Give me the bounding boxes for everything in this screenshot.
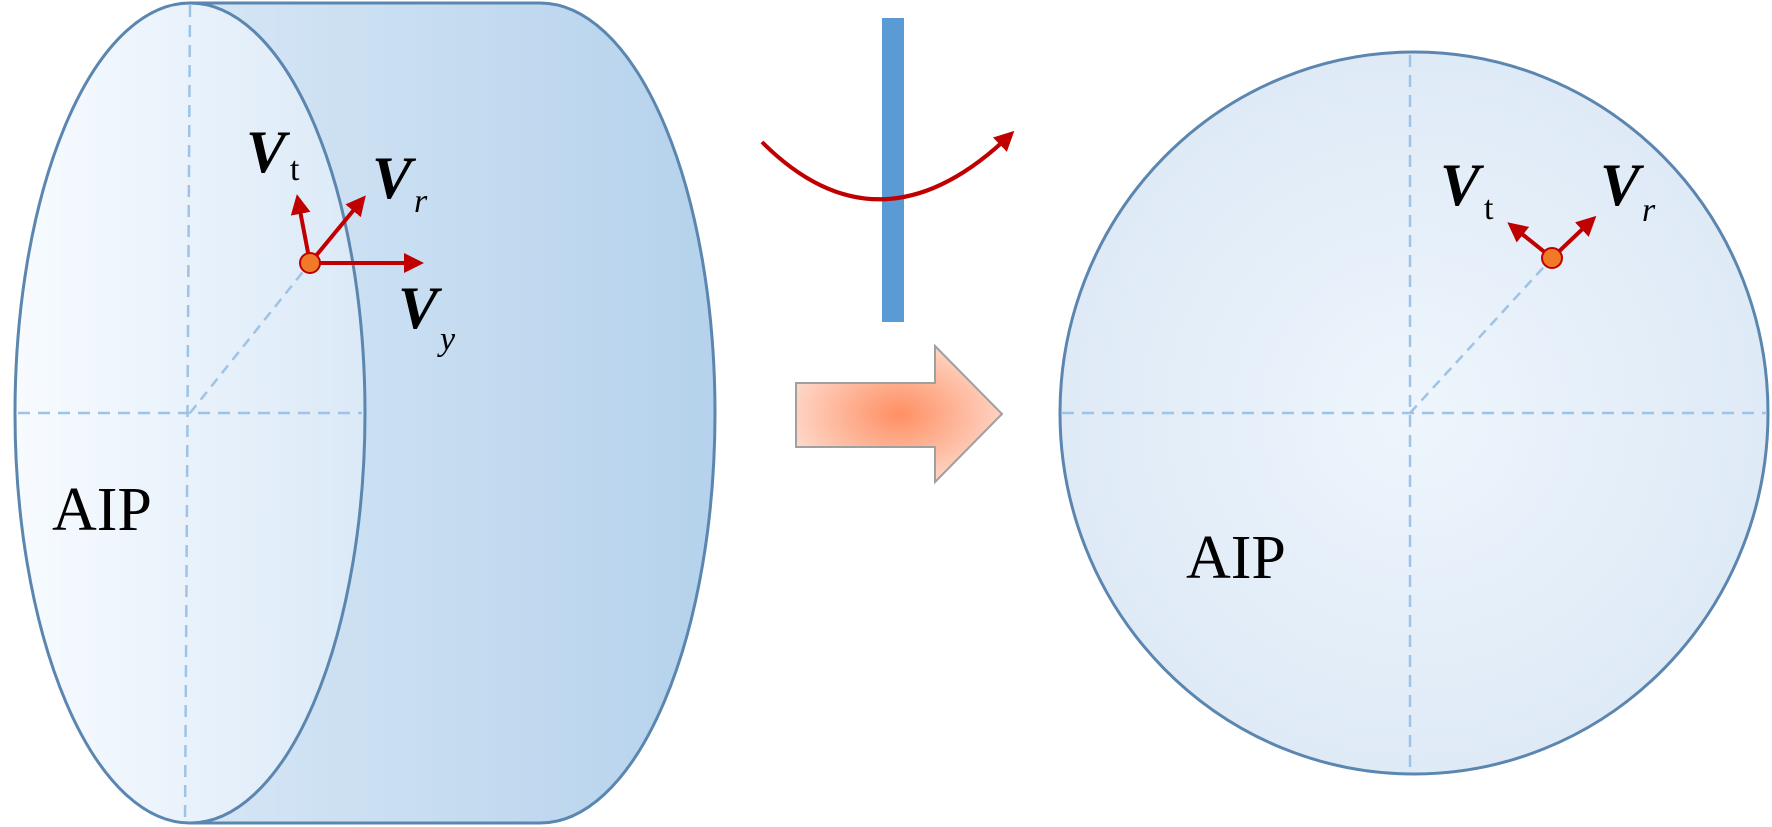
svg-text:Vt: Vt (246, 119, 300, 188)
rotation-axis-bar (882, 18, 904, 322)
label-vt-sub: t (290, 151, 300, 188)
particle-point (299, 252, 321, 274)
svg-text:Vr: Vr (372, 145, 428, 220)
rotation-curved-arrow (760, 130, 1015, 202)
label-vr-sub: r (414, 183, 428, 220)
disk-label-vt-sub: t (1484, 190, 1494, 227)
right-aip-label: AIP (1186, 524, 1286, 592)
label-vy-sub: y (437, 321, 456, 358)
label-vy-main: V (398, 275, 443, 341)
radius-dashed-line (189, 262, 311, 414)
svg-text:Vy: Vy (398, 275, 456, 358)
label-vt-main: V (246, 119, 291, 185)
rotation-indicator (760, 18, 1015, 322)
disk-particle-point (1541, 247, 1563, 269)
disk-label-vt-main: V (1440, 152, 1485, 218)
disk-label-vr-main: V (1600, 152, 1645, 218)
svg-text:Vr: Vr (1600, 152, 1656, 229)
left-aip-label: AIP (52, 476, 152, 544)
svg-text:Vt: Vt (1440, 152, 1494, 227)
transition-arrow (795, 343, 1004, 485)
disk-radius-dashed-line (1409, 257, 1553, 414)
vector-vr-arrow (308, 195, 366, 265)
disk-label-vr-sub: r (1642, 192, 1656, 229)
label-vr-main: V (372, 145, 417, 211)
